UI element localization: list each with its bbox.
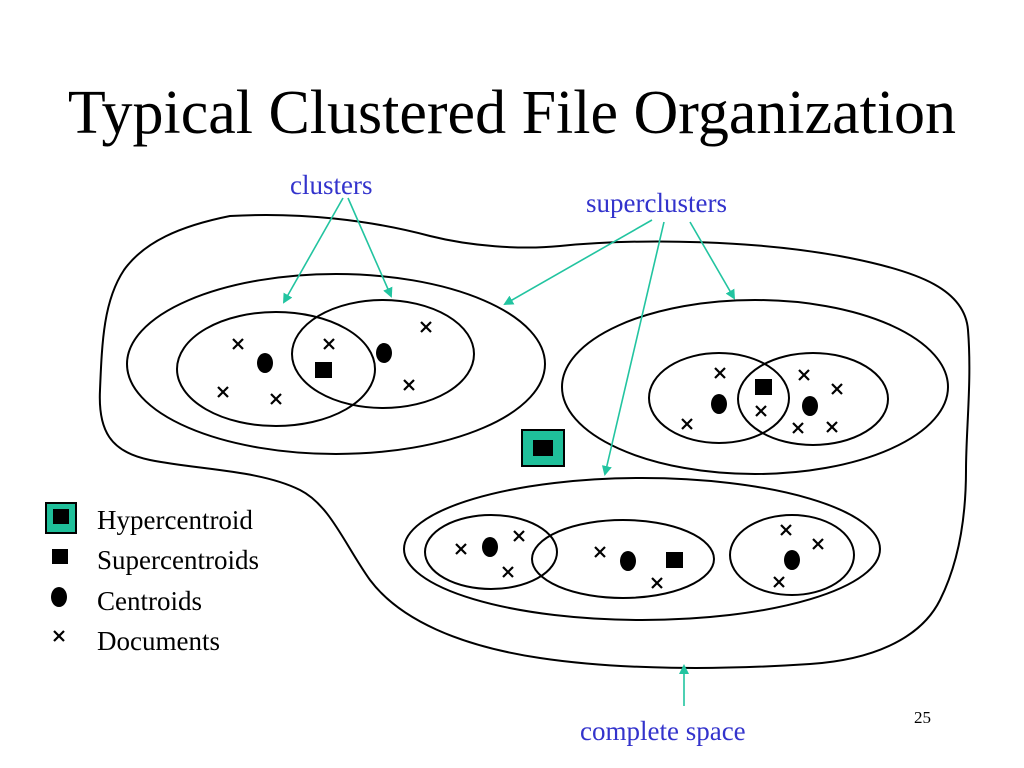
legend-document-icon [52,629,66,643]
centroid-icon [376,343,392,363]
legend-centroid-icon [51,587,67,607]
cluster-3a [424,514,558,590]
centroid-icon [784,550,800,570]
legend-item-centroids: Centroids [97,586,202,616]
document-icon [593,545,607,559]
document-icon [825,420,839,434]
cluster-2b [737,352,889,446]
document-icon [322,337,336,351]
supercluster-1 [126,273,546,455]
document-icon [402,378,416,392]
centroid-icon [620,551,636,571]
cluster-1b [291,299,475,409]
legend-item-documents: Documents [97,626,220,656]
document-icon [713,366,727,380]
document-icon [779,523,793,537]
supercluster-3 [403,477,881,621]
document-icon [754,404,768,418]
document-icon [797,368,811,382]
page-number: 25 [914,708,931,727]
complete-space-label: complete space [580,716,746,746]
superclusters-label: superclusters [586,188,727,218]
centroid-icon [802,396,818,416]
supercluster-2 [561,299,949,475]
centroid-icon [711,394,727,414]
supercentroid-icon [666,552,683,568]
document-icon [454,542,468,556]
cluster-1a [176,311,376,427]
document-icon [231,337,245,351]
document-icon [811,537,825,551]
arrow-clusters-right [347,197,393,298]
legend-symbols [45,502,77,643]
cluster-3b [531,519,715,599]
legend-supercentroid-icon [52,549,68,564]
document-icon [830,382,844,396]
document-icon [650,576,664,590]
arrows [283,197,736,706]
page-title: Typical Clustered File Organization [67,79,957,147]
document-icon [419,320,433,334]
legend-item-hypercentroid: Hypercentroid [97,505,253,535]
document-icon [501,565,515,579]
document-icon [791,421,805,435]
centroid-icon [482,537,498,557]
document-icon [772,575,786,589]
legend-item-supercentroids: Supercentroids [97,545,259,575]
document-icon [512,529,526,543]
supercentroid-icon [315,362,332,378]
arrow-superclusters-2 [689,221,736,300]
clusters-label: clusters [290,170,373,200]
supercentroid-icon [755,379,772,395]
centroid-icon [257,353,273,373]
arrow-clusters-left [283,197,344,304]
document-icon [269,392,283,406]
arrow-superclusters-1 [503,219,653,305]
hypercentroid-icon [521,429,565,467]
legend-hypercentroid-icon [45,502,77,534]
document-icon [680,417,694,431]
arrow-superclusters-3 [601,221,665,476]
cluster-3c [729,514,855,596]
cluster-2a [648,352,790,444]
document-icon [216,385,230,399]
